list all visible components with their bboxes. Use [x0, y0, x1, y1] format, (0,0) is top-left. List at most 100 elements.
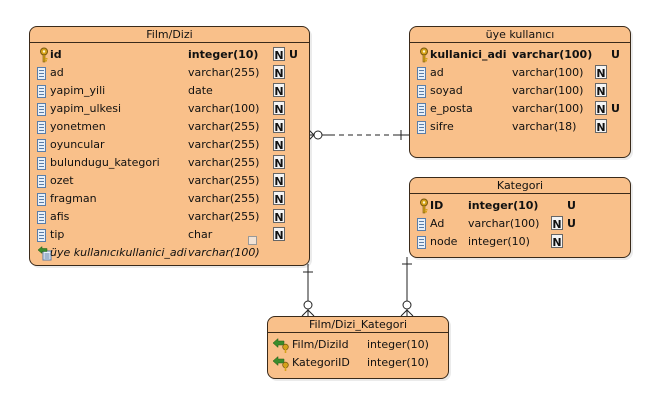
column-icon	[37, 229, 46, 242]
column-name: ad	[50, 66, 64, 79]
not-null-flag: N	[595, 119, 607, 134]
column-type: varchar(255)	[188, 156, 260, 169]
unique-flag: U	[289, 48, 298, 61]
column-type: varchar(100)	[512, 48, 593, 61]
column-type: varchar(255)	[188, 210, 260, 223]
column-icon	[37, 157, 46, 170]
relationship-film-uye	[307, 128, 410, 142]
column-type: varchar(100)	[468, 217, 540, 230]
table-row[interactable]: Film/DiziId integer(10)	[268, 336, 448, 354]
column-icon	[37, 175, 46, 188]
column-icon	[417, 236, 426, 249]
column-icon	[37, 211, 46, 224]
column-name: Ad	[430, 217, 445, 230]
column-type: varchar(100)	[512, 102, 584, 115]
column-type: date	[188, 84, 213, 97]
table-row[interactable]: soyad varchar(100) N	[410, 82, 630, 100]
column-type: integer(10)	[188, 48, 259, 61]
column-name: kullanici_adi	[430, 48, 507, 61]
column-icon	[417, 121, 426, 134]
column-type: integer(10)	[367, 338, 429, 351]
column-name: ozet	[50, 174, 74, 187]
column-name: sifre	[430, 120, 454, 133]
not-null-flag: N	[551, 234, 563, 249]
column-name: soyad	[430, 84, 463, 97]
not-null-flag: N	[273, 101, 285, 116]
column-type: integer(10)	[468, 235, 530, 248]
column-type: varchar(18)	[512, 120, 577, 133]
column-icon	[37, 193, 46, 206]
column-type: varchar(255)	[188, 192, 260, 205]
entity-title: Film/Dizi	[30, 27, 309, 43]
primary-key-icon	[417, 47, 431, 63]
column-type: integer(10)	[468, 199, 539, 212]
column-name: fragman	[50, 192, 97, 205]
column-name: tip	[50, 228, 65, 241]
column-icon	[37, 121, 46, 134]
primary-foreign-key-icon	[272, 337, 289, 353]
unique-flag: U	[567, 199, 576, 212]
not-null-flag: N	[273, 227, 285, 242]
column-icon	[417, 103, 426, 116]
not-null-flag: N	[595, 65, 607, 80]
unique-flag: U	[611, 102, 620, 115]
column-icon	[417, 218, 426, 231]
not-null-flag: N	[273, 83, 285, 98]
not-null-flag: N	[273, 209, 285, 224]
column-type: varchar(100)	[512, 84, 584, 97]
primary-key-icon	[417, 198, 431, 214]
relationship-kategori-filmkategori	[400, 257, 414, 317]
column-name: Film/DiziId	[292, 338, 349, 351]
column-name: e_posta	[430, 102, 473, 115]
column-type: integer(10)	[367, 356, 429, 369]
not-null-flag: N	[273, 137, 285, 152]
primary-key-icon	[37, 47, 51, 63]
column-type: char	[188, 228, 213, 241]
column-name: oyuncular	[50, 138, 105, 151]
entity-title: üye kullanıcı	[410, 27, 630, 43]
entity-title: Film/Dizi_Kategori	[268, 317, 448, 333]
table-row[interactable]: sifre varchar(18) N	[410, 118, 630, 136]
table-row[interactable]: fragman varchar(255) N	[30, 190, 309, 208]
column-name: KategoriID	[292, 356, 350, 369]
column-name: yapim_ulkesi	[50, 102, 122, 115]
resize-handle[interactable]	[248, 236, 257, 245]
column-name: bulundugu_kategori	[50, 156, 160, 169]
not-null-flag: N	[273, 191, 285, 206]
entity-title: Kategori	[410, 178, 630, 194]
entity-film-dizi-kategori[interactable]: Film/Dizi_Kategori Film/DiziId integer(10…	[267, 316, 449, 379]
table-row[interactable]: oyuncular varchar(255) N	[30, 136, 309, 154]
column-type: varchar(255)	[188, 138, 260, 151]
not-null-flag: N	[551, 216, 563, 231]
column-icon	[37, 139, 46, 152]
not-null-flag: N	[595, 101, 607, 116]
table-row[interactable]: tip char N	[30, 226, 309, 244]
not-null-flag: N	[595, 83, 607, 98]
entity-uye-kullanici[interactable]: üye kullanıcı kullanici_adi varchar(100) U…	[409, 26, 631, 158]
column-type: varchar(100)	[188, 246, 260, 259]
table-row[interactable]: KategoriID integer(10)	[268, 354, 448, 372]
column-icon	[417, 67, 426, 80]
column-icon	[37, 67, 46, 80]
column-name: yonetmen	[50, 120, 106, 133]
foreign-key-icon	[37, 245, 52, 261]
column-type: varchar(100)	[512, 66, 584, 79]
relationship-film-filmkategori	[301, 264, 315, 317]
